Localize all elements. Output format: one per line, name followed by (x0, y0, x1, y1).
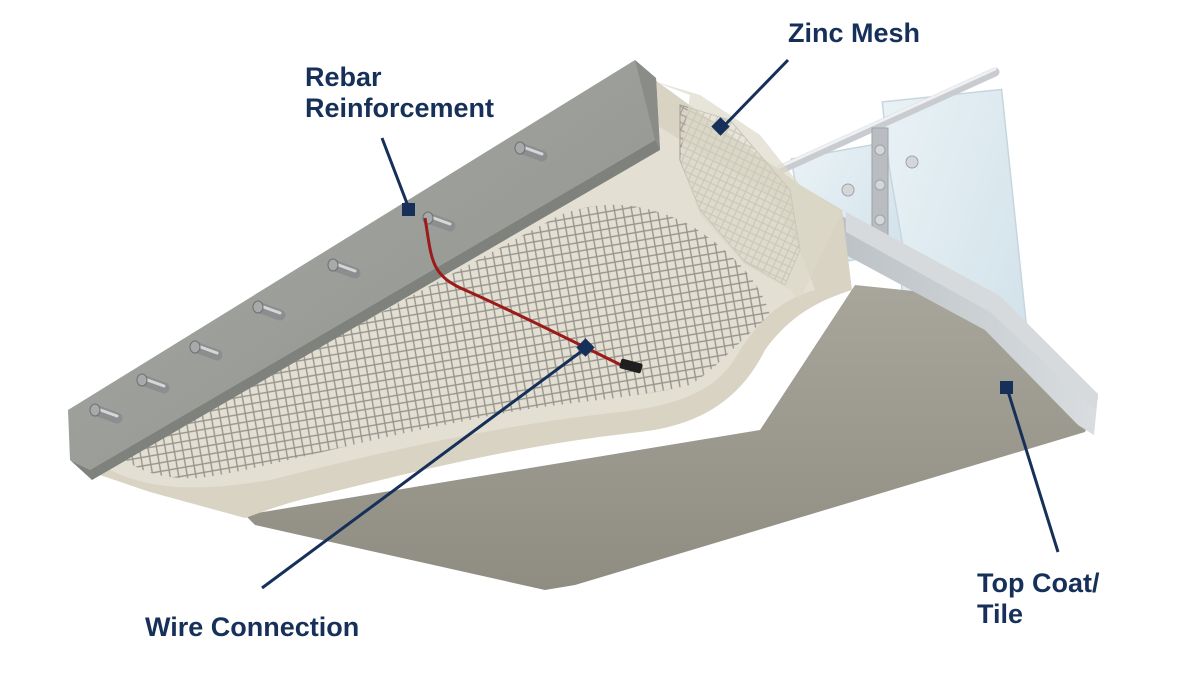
top-coat-edge (840, 215, 1098, 435)
rebar-stub (189, 340, 223, 361)
label-rebar-reinforcement: Rebar Reinforcement (305, 62, 494, 124)
label-top-coat-line1: Top Coat/ (977, 568, 1100, 598)
label-top-coat-tile: Top Coat/ Tile (977, 568, 1099, 630)
label-rebar-line1: Rebar (305, 62, 382, 92)
rebar-stub (327, 258, 361, 279)
rebar-stub (136, 373, 170, 394)
rebar-stub (89, 403, 123, 424)
rebar-stub (514, 141, 548, 162)
marker-top-coat (1000, 381, 1013, 394)
label-zinc-mesh: Zinc Mesh (788, 18, 921, 48)
top-coat-bottom-surface (245, 285, 1098, 590)
leader-lines (261, 58, 1060, 590)
marker-rebar (402, 203, 415, 216)
rebar-stubs (89, 141, 548, 424)
label-rebar-line2: Reinforcement (305, 93, 495, 123)
wire-connector (619, 358, 643, 374)
leader-rebar (380, 137, 410, 207)
leader-zinc-mesh (720, 58, 790, 130)
concrete-slab-end (635, 60, 660, 150)
leader-top-coat (1005, 387, 1060, 553)
zinc-mesh-main (120, 204, 770, 479)
leader-markers (402, 117, 1013, 394)
leader-wire (261, 346, 587, 590)
marker-zinc-mesh (711, 117, 730, 136)
top-coat-side-band (846, 212, 1098, 410)
concrete-slab-top (68, 60, 656, 470)
label-wire-connection: Wire Connection (145, 612, 360, 642)
railing-clamps (841, 144, 919, 226)
handrail-highlight (773, 67, 997, 171)
handrail (770, 67, 1000, 177)
mortar-vertical-face (650, 80, 842, 300)
marker-wire (576, 338, 595, 357)
label-top-coat-line2: Tile (977, 599, 1024, 629)
wire (423, 217, 626, 369)
rebar-stub (252, 300, 286, 321)
